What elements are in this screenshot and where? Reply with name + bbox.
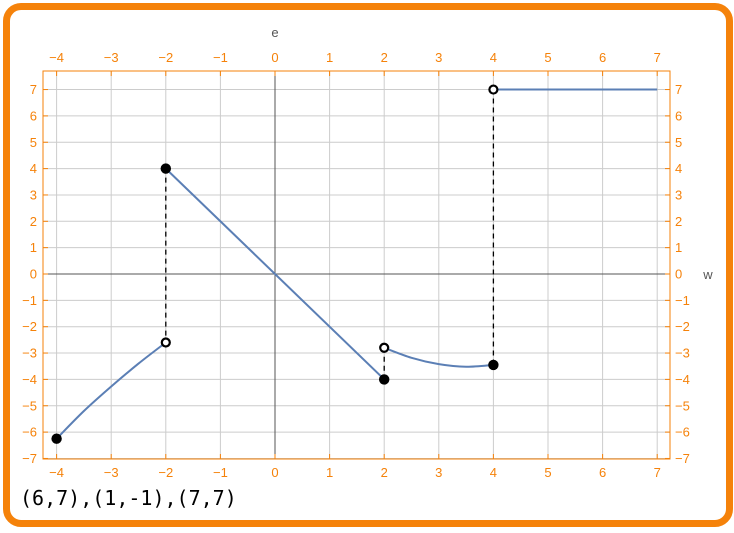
open-endpoint <box>379 342 390 353</box>
x-tick-label-top: 6 <box>599 50 606 65</box>
open-endpoint <box>160 337 171 348</box>
x-tick-label-top: 7 <box>654 50 661 65</box>
y-tick-label-left: 5 <box>30 135 37 150</box>
y-axis-label: e <box>271 25 278 40</box>
x-tick-label-bottom: −4 <box>49 465 64 480</box>
function-segment <box>55 341 167 440</box>
y-tick-label-left: 6 <box>30 108 37 123</box>
y-tick-label-right: 5 <box>675 135 682 150</box>
y-tick-label-left: 7 <box>30 82 37 97</box>
y-tick-label-right: 7 <box>675 82 682 97</box>
y-tick-label-left: −4 <box>22 372 37 387</box>
y-tick-label-right: 0 <box>675 267 682 282</box>
open-endpoint <box>488 84 499 95</box>
y-tick-label-left: 3 <box>30 187 37 202</box>
y-tick-label-right: 6 <box>675 108 682 123</box>
y-tick-label-right: −3 <box>675 346 690 361</box>
y-tick-label-left: −7 <box>22 451 37 466</box>
x-tick-label-bottom: 1 <box>326 465 333 480</box>
y-tick-label-left: 4 <box>30 161 37 176</box>
y-tick-label-left: −6 <box>22 425 37 440</box>
x-tick-label-top: 4 <box>490 50 497 65</box>
closed-endpoint <box>160 163 171 174</box>
x-tick-label-top: 2 <box>381 50 388 65</box>
y-tick-label-left: −1 <box>22 293 37 308</box>
x-tick-label-bottom: 2 <box>381 465 388 480</box>
x-tick-label-bottom: 5 <box>544 465 551 480</box>
function-segment <box>165 167 385 381</box>
x-tick-label-top: −4 <box>49 50 64 65</box>
x-tick-label-top: 3 <box>435 50 442 65</box>
x-tick-label-top: −2 <box>158 50 173 65</box>
x-tick-label-top: −3 <box>104 50 119 65</box>
x-tick-label-bottom: −2 <box>158 465 173 480</box>
y-tick-label-right: −6 <box>675 425 690 440</box>
closed-endpoint <box>51 433 62 444</box>
y-tick-label-right: −2 <box>675 319 690 334</box>
x-tick-label-top: −1 <box>213 50 228 65</box>
closed-endpoint <box>488 359 499 371</box>
x-axis-label: w <box>702 267 713 282</box>
x-tick-label-bottom: 7 <box>654 465 661 480</box>
points-caption: (6,7),(1,-1),(7,7) <box>20 486 237 510</box>
y-tick-label-right: −5 <box>675 398 690 413</box>
x-tick-label-top: 5 <box>544 50 551 65</box>
y-tick-label-right: 4 <box>675 161 682 176</box>
y-tick-label-left: 2 <box>30 214 37 229</box>
x-tick-label-bottom: 3 <box>435 465 442 480</box>
y-tick-label-right: 3 <box>675 187 682 202</box>
x-tick-label-top: 1 <box>326 50 333 65</box>
x-tick-label-top: 0 <box>271 50 278 65</box>
y-tick-label-left: −3 <box>22 346 37 361</box>
y-tick-label-right: −1 <box>675 293 690 308</box>
x-tick-label-bottom: −1 <box>213 465 228 480</box>
y-tick-label-right: −4 <box>675 372 690 387</box>
y-tick-label-right: −7 <box>675 451 690 466</box>
y-tick-label-left: −2 <box>22 319 37 334</box>
x-tick-label-bottom: 0 <box>271 465 278 480</box>
plot-box <box>42 70 671 460</box>
y-tick-label-right: 2 <box>675 214 682 229</box>
x-tick-label-bottom: 4 <box>490 465 497 480</box>
y-tick-label-left: 0 <box>30 267 37 282</box>
closed-endpoint <box>379 374 390 385</box>
y-tick-label-right: 1 <box>675 240 682 255</box>
function-segment <box>383 346 494 368</box>
y-tick-label-left: −5 <box>22 398 37 413</box>
x-tick-label-bottom: −3 <box>104 465 119 480</box>
x-tick-label-bottom: 6 <box>599 465 606 480</box>
y-tick-label-left: 1 <box>30 240 37 255</box>
